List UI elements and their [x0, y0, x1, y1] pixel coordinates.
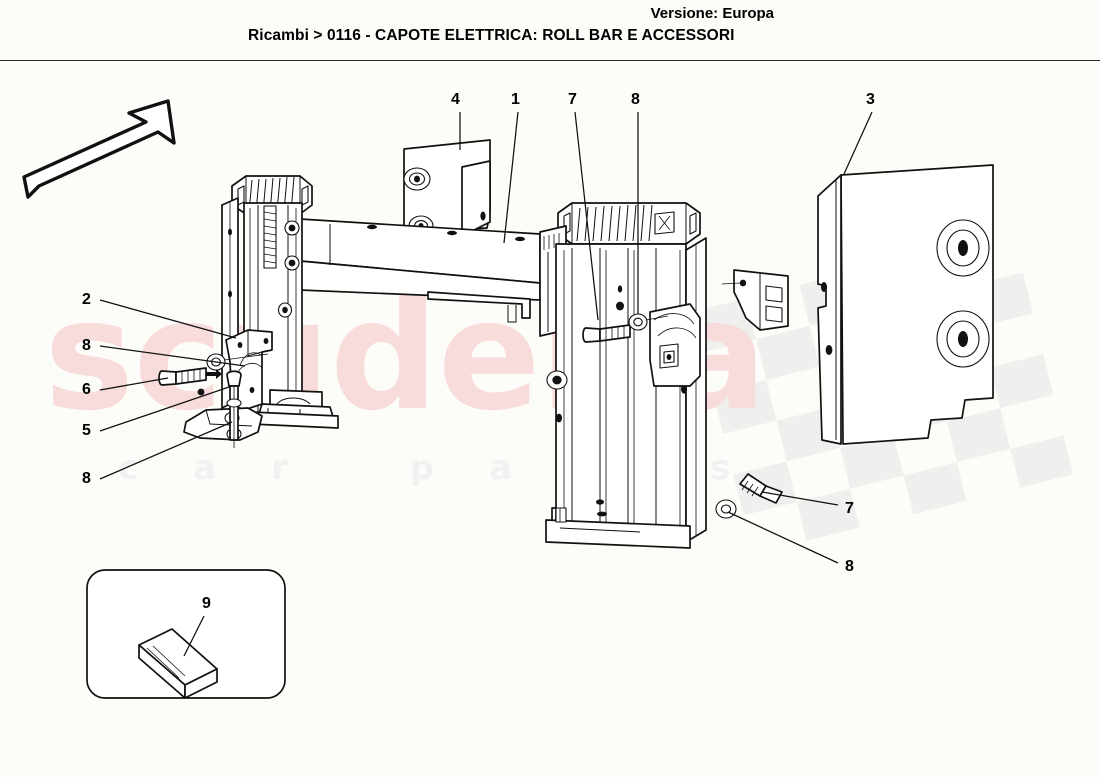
- callout-8-left-a: 8: [82, 337, 91, 354]
- part-8-washer-lower: [715, 499, 737, 519]
- breadcrumb: Ricambi > 0116 - CAPOTE ELETTRICA: ROLL …: [248, 27, 735, 44]
- body-grommet: [546, 370, 568, 390]
- callout-2: 2: [82, 291, 91, 308]
- callout-6: 6: [82, 381, 91, 398]
- part-1-cross-beam: [299, 218, 541, 323]
- callout-5: 5: [82, 422, 91, 439]
- direction-arrow-icon: [22, 99, 176, 199]
- rack-roller-bottom: [284, 255, 300, 271]
- latch-plate: [649, 303, 701, 387]
- part-7-bolt-upper: [582, 324, 631, 343]
- part-5-base-plate: [183, 407, 263, 441]
- detail-inset-box: [86, 569, 286, 699]
- callout-1: 1: [511, 91, 520, 108]
- part-6-bolt-left: [158, 367, 207, 386]
- rack-roller-top: [284, 220, 300, 236]
- callout-7-top: 7: [568, 91, 577, 108]
- callout-8-top: 8: [631, 91, 640, 108]
- callout-4: 4: [451, 91, 460, 108]
- grommet-3b: [936, 310, 990, 368]
- grommet-3a: [936, 219, 990, 277]
- mounting-bracket: [721, 269, 789, 331]
- callout-8-right: 8: [845, 558, 854, 575]
- part-7-bolt-lower: [739, 473, 783, 504]
- leader-lines: [99, 111, 873, 657]
- page-header: Versione: Europa Ricambi > 0116 - CAPOTE…: [0, 0, 1100, 61]
- header-divider: [0, 60, 1100, 61]
- part-9-trim-strip: [138, 628, 218, 699]
- version-label: Versione: Europa: [650, 5, 774, 22]
- column-hole: [277, 302, 293, 318]
- part-4-small-cover-panel: [403, 139, 491, 237]
- callout-7-right: 7: [845, 500, 854, 517]
- part-3-large-cover-panel: [817, 164, 994, 445]
- callout-8-left-b: 8: [82, 470, 91, 487]
- grommet-4a: [403, 167, 431, 191]
- stud-through-plate: [226, 370, 242, 448]
- callout-3: 3: [866, 91, 875, 108]
- part-8-washer-left: [206, 353, 269, 371]
- callout-9: 9: [202, 595, 211, 612]
- left-roll-bar-assembly: [158, 175, 339, 448]
- right-roll-bar-assembly: [539, 202, 789, 549]
